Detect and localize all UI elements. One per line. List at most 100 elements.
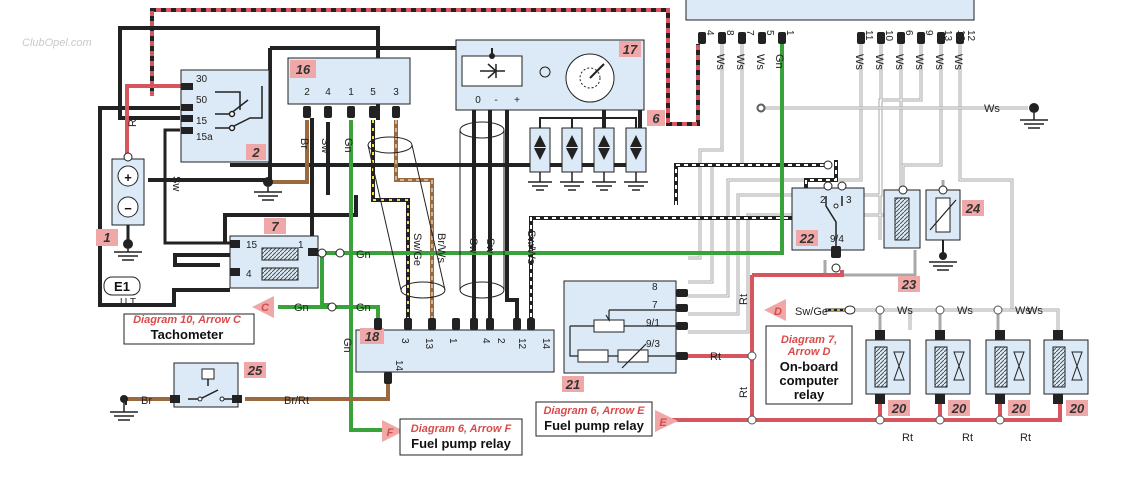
component-22-relay: 22 2 3 9/4 [791,181,865,258]
component-24-sensor: 24 [925,189,984,271]
component-16-connector: 16 2 4 1 5 3 [287,57,411,118]
wire-label-ws: Ws [957,305,973,317]
ground-e1-label: E1 [114,279,130,294]
component-number: 18 [365,329,380,344]
top-pin-label: 6 [903,30,914,36]
ref-name: Tachometer [151,327,224,342]
wire-label-ws: Ws [754,54,766,70]
wire-label-gn: Gn [773,54,785,69]
pin-label: 1 [447,338,458,344]
ref-e: E Diagram 6, Arrow E Fuel pump relay [535,401,678,437]
top-pin-label: 13 [942,30,953,42]
component-number: 22 [799,231,815,246]
battery-plus: + [124,170,132,185]
ref-name: Fuel pump relay [544,418,644,433]
ref-letter: C [261,302,270,314]
component-number: 7 [271,219,279,234]
wire-label-sw: Sw [170,176,182,191]
top-pin-label: 8 [724,30,735,36]
pin-label: 13 [423,338,434,350]
wire-label-rt: Rt [902,432,913,444]
wire-label-sw: Sw [467,238,479,253]
ref-name: computer [779,373,838,388]
battery-minus: − [124,201,132,216]
wire-label-ws: Ws [893,54,905,70]
component-number: 20 [1011,401,1027,416]
component-number: 6 [652,111,660,126]
top-pin-label: 7 [744,30,755,36]
component-7-module: 7 15 1 4 [229,218,319,289]
ground-icon [110,395,138,421]
ref-diagram: Arrow D [787,346,831,358]
wire-label-rt: Rt [962,432,973,444]
wire-label-ws: Ws [714,54,726,70]
ref-letter: F [387,427,394,439]
wire-label-rt: Rt [710,351,721,363]
wire-label-rt: Rt [738,387,750,398]
injectors-20: 20 20 20 20 [865,330,1089,416]
component-number: 1 [103,230,110,245]
pin-label: 3 [393,87,399,98]
pin-label: 4 [246,269,252,280]
component-18-connector: 18 3 13 1 4 2 12 14 14 [355,318,555,384]
pin-label: - [494,95,497,106]
pin-label: + [514,95,520,106]
wire-label-br-rt: Br/Rt [284,395,309,407]
ignition-switch: 30 50 15 15a 2 [180,69,270,163]
wire-label-sw-ws: Sw/Ws [525,230,537,265]
pin-label: 5 [370,87,376,98]
ws-wires [688,44,1060,334]
watermark: ClubOpel.com [22,37,92,49]
top-pin-label: 11 [863,30,874,41]
pin-label: 14 [393,360,404,372]
pin-label: 0 [475,95,481,106]
wire-label-sw: Sw [319,138,331,153]
wire-label-rt: Rt [1020,432,1031,444]
ref-name: relay [794,387,825,402]
component-23-resistor: 23 [883,189,921,292]
top-pin-label: 5 [764,30,775,36]
pin-label: 15 [246,240,258,251]
pin-label: 1 [298,240,304,251]
wire-label-gn: Gn [341,338,353,353]
pin-label: 8 [652,282,658,293]
spark-plugs [528,117,648,191]
pin-label: 2 [495,338,506,344]
wire-label-br: Br [141,395,152,407]
component-number: 2 [251,145,260,160]
wire-label-sw-ge: Sw/Ge [411,233,423,266]
wire-label-ws: Ws [933,54,945,70]
component-number: 20 [891,401,907,416]
pin-label: 12 [516,338,527,350]
wire-label-gn: Gn [294,302,309,314]
pin-label: 14 [540,338,551,350]
wire-label-sw: Sw [484,238,496,253]
component-17-sensor: 17 0 - + [455,39,645,111]
pin-label: 3 [399,338,410,344]
wire-label-ws: Ws [984,103,1000,115]
pin-label: 9/3 [646,339,660,350]
top-pin-label: 10 [883,30,894,42]
wire-label-br: Br [298,138,310,149]
component-number: 24 [965,201,981,216]
top-pin-label: 12 [965,30,976,42]
ground-icon [114,249,142,261]
wire-label-ws: Ws [1015,305,1031,317]
wire-label-ws: Ws [897,305,913,317]
pin-label: 7 [652,300,658,311]
terminal-label: 15a [196,132,213,143]
top-pin-label: 4 [704,30,715,36]
wire-label-rt: Rt [127,116,139,127]
terminal-label: 15 [196,116,208,127]
ref-diagram: Diagram 10, Arrow C [133,314,242,326]
ground-icon [254,177,282,201]
pin-label: 4 [480,338,491,344]
component-25-switch: 25 [170,362,266,408]
component-number: 20 [951,401,967,416]
wire-label-ws: Ws [952,54,964,70]
wire-label-ws: Ws [913,54,925,70]
wire-label-sw-ge: Sw/Ge [795,306,828,318]
component-number: 16 [296,62,311,77]
